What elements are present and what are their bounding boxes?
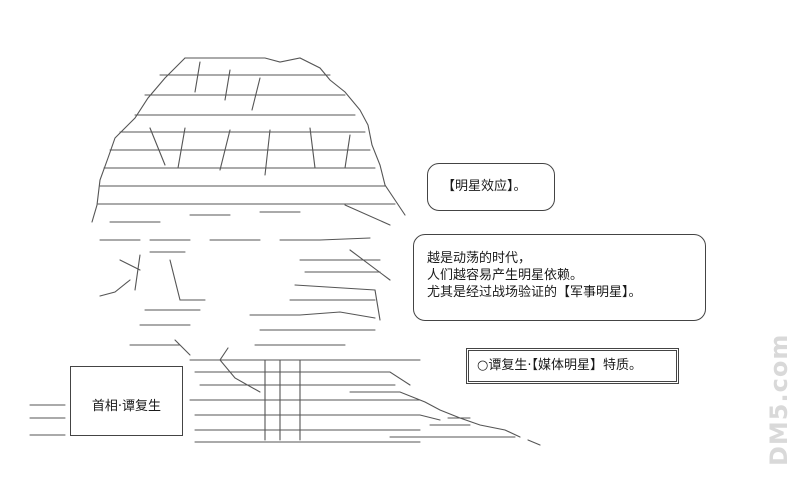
trait-caption-box: ○谭复生·【媒体明星】特质。	[466, 348, 679, 384]
speech-bubble-top: 【明星效应】。	[427, 163, 555, 211]
speech-bubble-main: 越是动荡的时代， 人们越容易产生明星依赖。 尤其是经过战场验证的【军事明星】。	[413, 234, 706, 321]
character-name-text: 首相·谭复生	[91, 399, 162, 414]
speech-line-1: 越是动荡的时代，	[427, 251, 532, 266]
character-name-box: 首相·谭复生	[70, 366, 183, 436]
trait-caption-text: ○谭复生·【媒体明星】特质。	[477, 358, 642, 373]
speech-bubble-text: 【明星效应】。	[442, 179, 527, 194]
speech-line-3: 尤其是经过战场验证的【军事明星】。	[427, 285, 642, 300]
site-watermark: DM5.com	[762, 333, 793, 466]
speech-line-2: 人们越容易产生明星依赖。	[427, 268, 584, 283]
watermark-text: DM5.com	[765, 333, 793, 466]
